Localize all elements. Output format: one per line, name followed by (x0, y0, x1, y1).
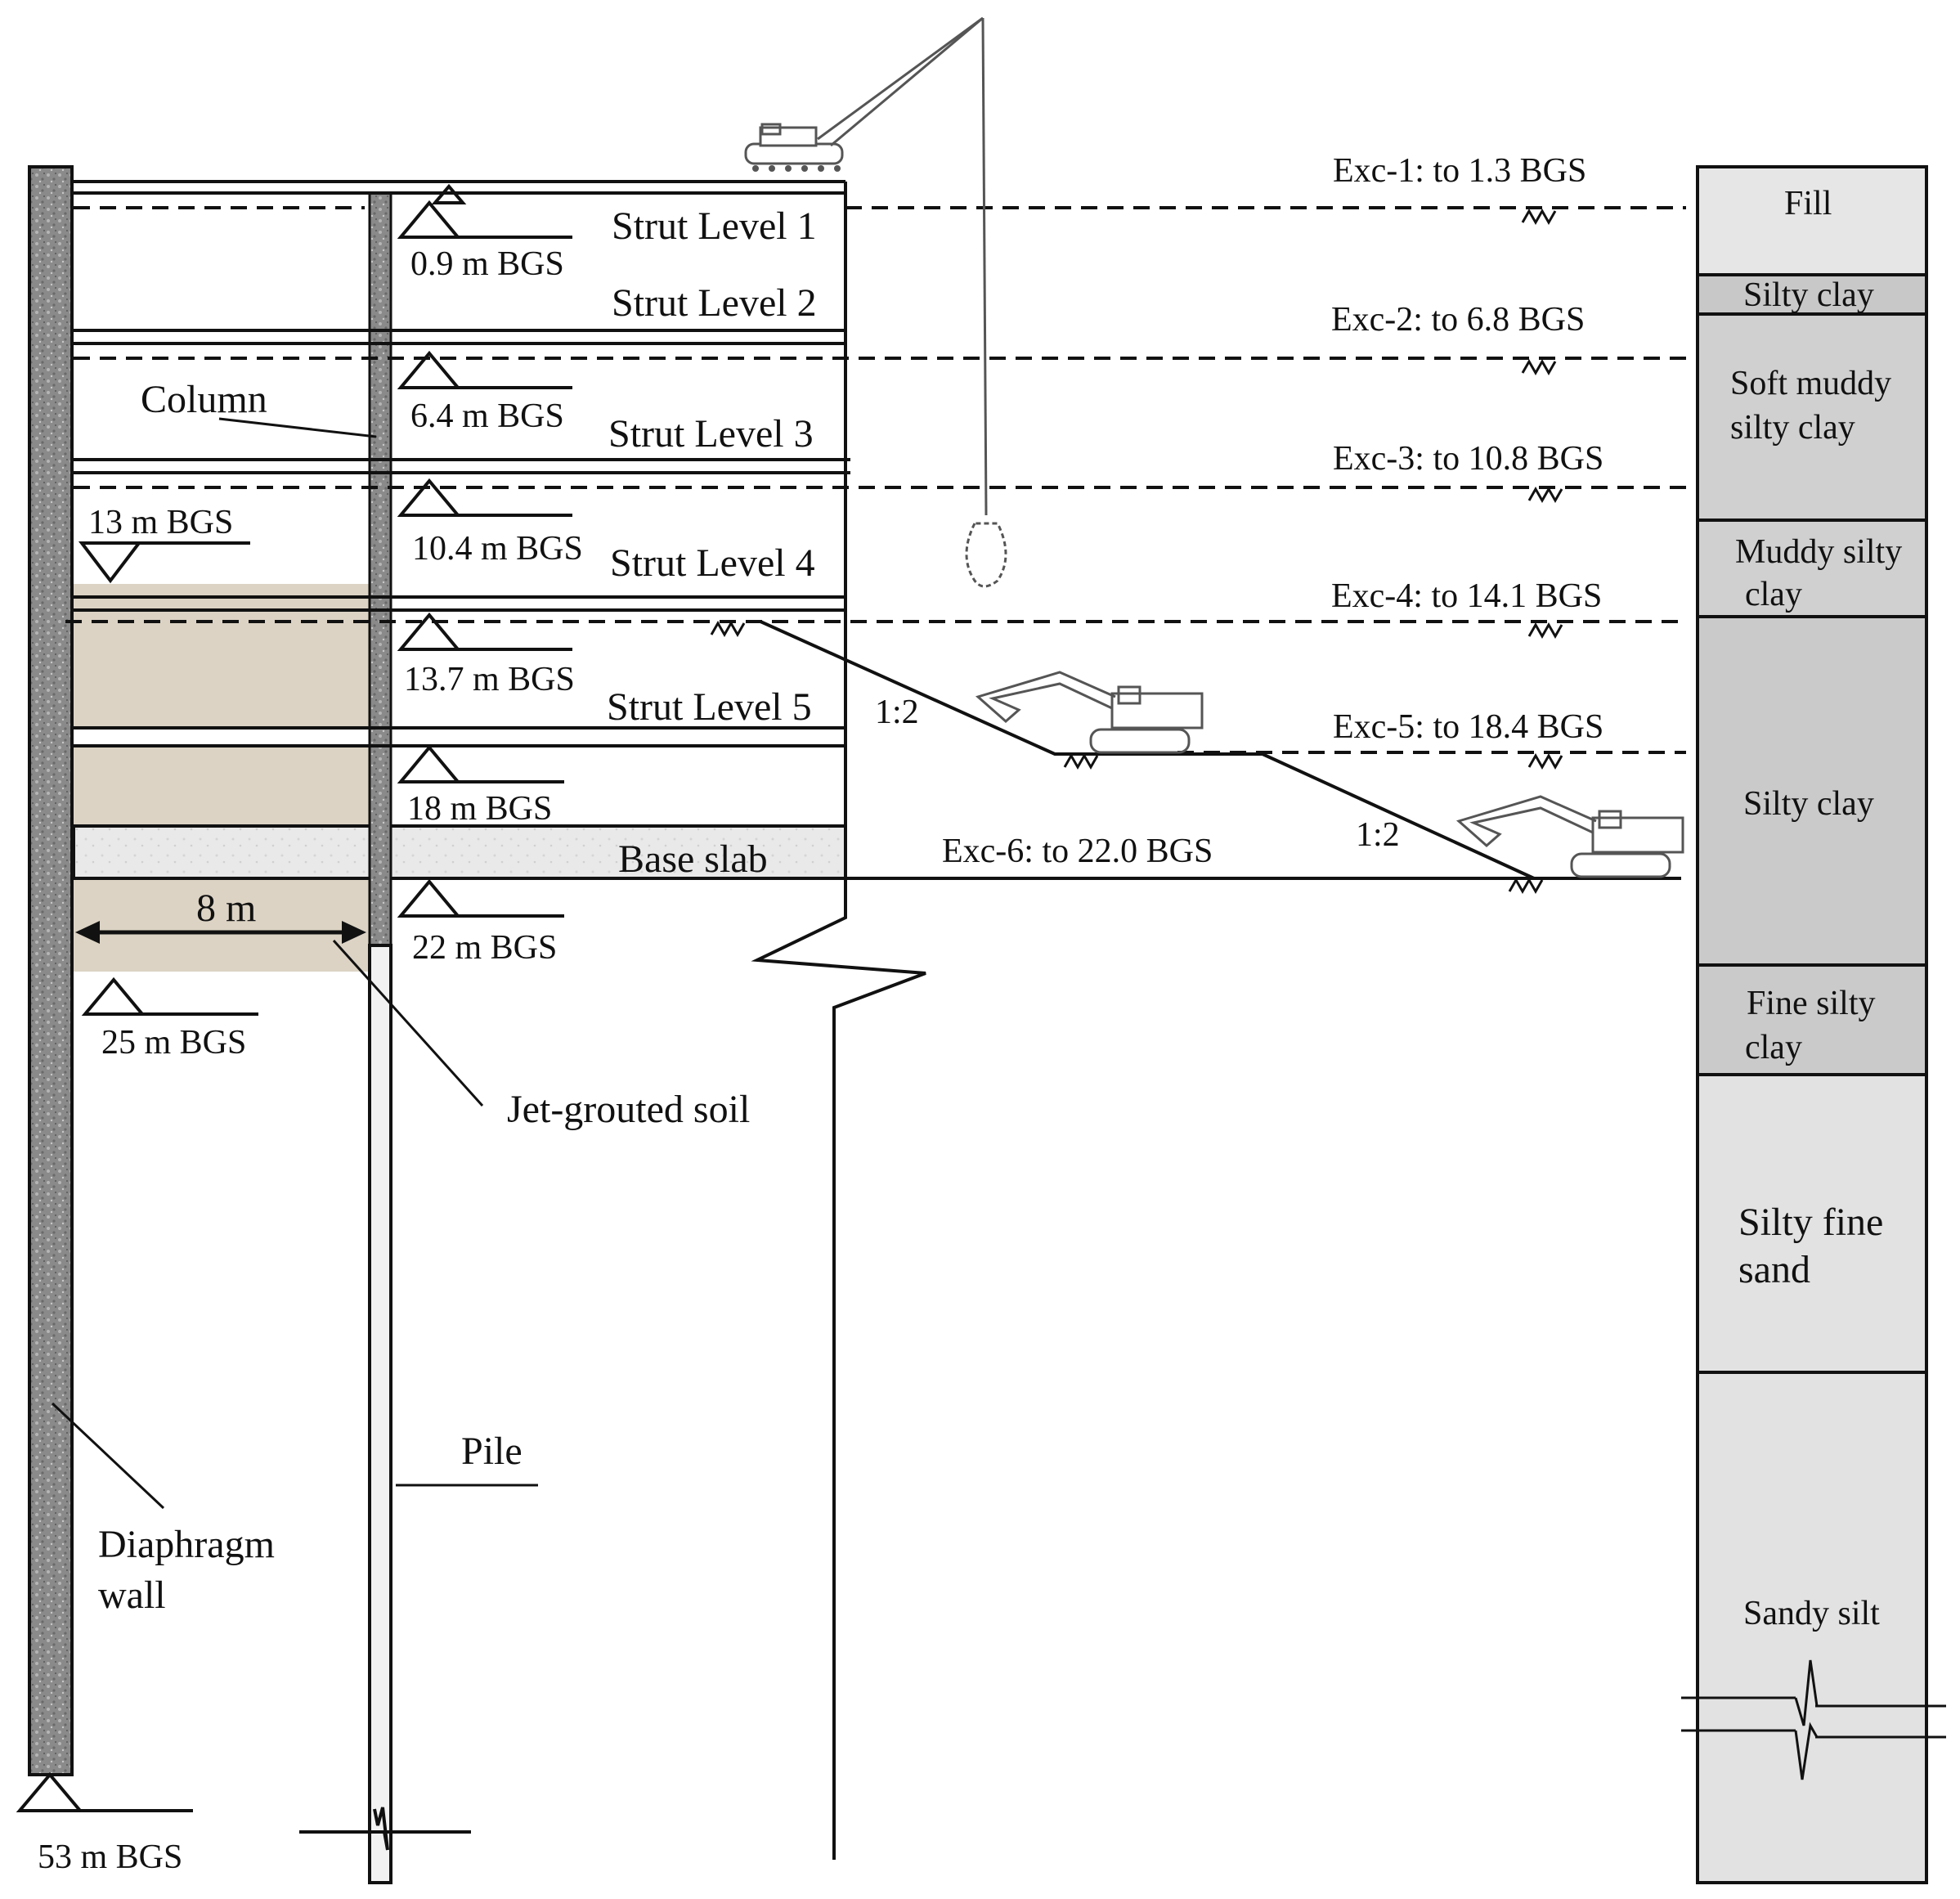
soil-label-1-line0: Silty clay (1743, 276, 1874, 314)
soil-layer-4 (1696, 615, 1928, 967)
soil-label-6-line1: sand (1738, 1248, 1810, 1291)
slopes (760, 620, 1681, 880)
jet-grouted-soil-label: Jet-grouted soil (507, 1088, 750, 1131)
jet-grouted-soil-zones (74, 584, 370, 972)
slope-label-2: 1:2 (1356, 816, 1400, 854)
strut-level-4-label: Strut Level 4 (610, 541, 815, 585)
depth-13-label: 13 m BGS (88, 504, 233, 541)
exc-1-label: Exc-1: to 1.3 BGS (1333, 152, 1586, 190)
soil-label-3-line1: clay (1745, 576, 1802, 613)
excavator-icon-1 (975, 671, 1204, 754)
slope-label-1: 1:2 (875, 694, 919, 731)
crane-tracks (752, 165, 841, 172)
soil-layer-6 (1696, 1073, 1928, 1374)
soil-profile-break (1681, 1659, 1946, 1780)
depth-18-label: 18 m BGS (407, 790, 552, 828)
diaphragm-wall-label-line1: Diaphragm (98, 1523, 275, 1566)
soil-label-6-line0: Silty fine (1738, 1201, 1883, 1244)
exc-2-label: Exc-2: to 6.8 BGS (1331, 301, 1585, 339)
exc-5-label: Exc-5: to 18.4 BGS (1333, 708, 1603, 746)
soil-layer-3 (1696, 519, 1928, 618)
strut-level-2-label: Strut Level 2 (612, 281, 817, 325)
depth-0-9-label: 0.9 m BGS (410, 245, 564, 283)
exc-3-label: Exc-3: to 10.8 BGS (1333, 440, 1603, 478)
struts (72, 180, 850, 747)
temporary-wall-break (751, 182, 926, 1860)
soil-label-2-line1: silty clay (1730, 409, 1855, 447)
strut-level-5-label: Strut Level 5 (607, 685, 812, 729)
soil-label-5-line0: Fine silty (1747, 985, 1876, 1022)
base-slab-label: Base slab (618, 837, 768, 881)
column-label: Column (141, 378, 267, 421)
soil-label-3-line0: Muddy silty (1735, 533, 1902, 571)
soil-label-2-line0: Soft muddy (1730, 365, 1891, 402)
soil-layer-7 (1696, 1371, 1928, 1884)
excavator-icon-2 (1455, 795, 1684, 878)
column (368, 191, 392, 947)
grout-zone-upper (74, 584, 370, 728)
soil-label-7-line0: Sandy silt (1743, 1595, 1880, 1632)
width-8m-label: 8 m (196, 887, 256, 930)
strut-level-3-label: Strut Level 3 (608, 412, 814, 456)
soil-profile-column (1696, 165, 1928, 1884)
soil-layer-5 (1696, 963, 1928, 1076)
grout-zone-middle (74, 747, 370, 826)
soil-label-0-line0: Fill (1784, 185, 1832, 222)
strut-level-1-label: Strut Level 1 (612, 204, 817, 248)
ground-symbols (710, 208, 1563, 895)
pile-label: Pile (461, 1430, 523, 1473)
depth-53-label: 53 m BGS (38, 1838, 182, 1876)
crawler-crane-icon (744, 16, 1007, 588)
dimension-8m (75, 921, 366, 944)
soil-layer-1 (1696, 273, 1928, 316)
depth-13-7-label: 13.7 m BGS (404, 661, 575, 698)
diaphragm-wall-label-line2: wall (98, 1574, 166, 1617)
depth-22-label: 22 m BGS (412, 929, 557, 967)
soil-label-5-line1: clay (1745, 1029, 1802, 1066)
soil-label-4-line0: Silty clay (1743, 785, 1874, 823)
leader-lines (51, 417, 538, 1510)
excavation-levels (65, 206, 1686, 754)
diaphragm-wall (28, 165, 74, 1776)
soil-layer-2 (1696, 312, 1928, 522)
grout-zone-lower (74, 878, 370, 972)
exc-6-label: Exc-6: to 22.0 BGS (942, 833, 1213, 870)
depth-25-label: 25 m BGS (101, 1024, 246, 1062)
exc-4-label: Exc-4: to 14.1 BGS (1331, 577, 1602, 615)
depth-10-4-label: 10.4 m BGS (412, 530, 583, 568)
depth-6-4-label: 6.4 m BGS (410, 397, 564, 435)
support-symbols (16, 183, 572, 1812)
soil-layer-0 (1696, 165, 1928, 276)
pile-break-symbol (373, 1807, 389, 1851)
pile (368, 944, 392, 1884)
